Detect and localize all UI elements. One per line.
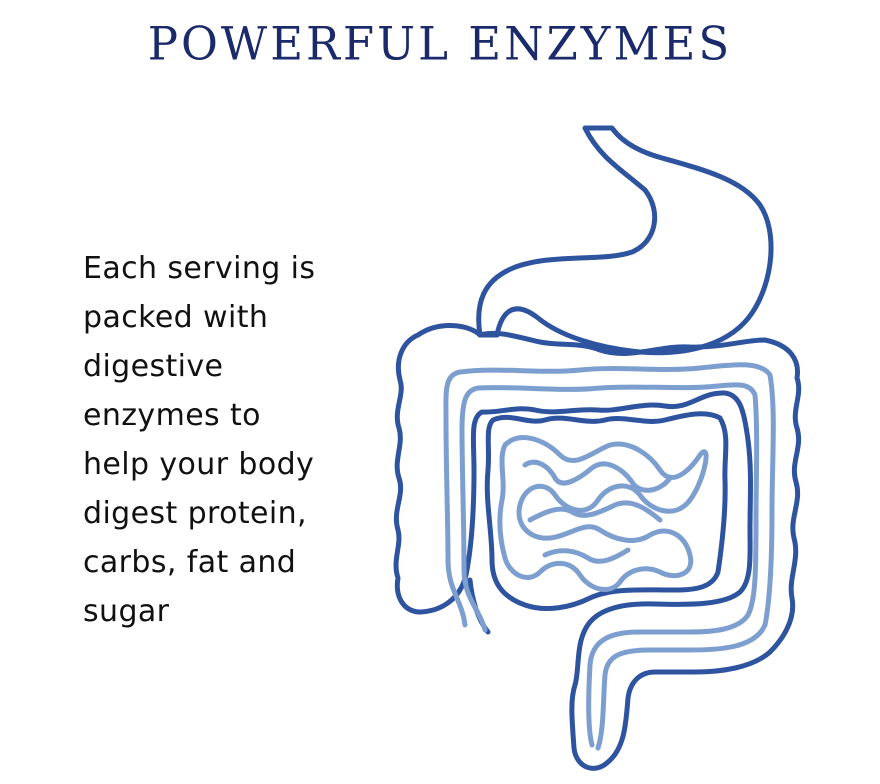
headline: POWERFUL ENZYMES <box>147 16 733 71</box>
stomach-outline <box>476 125 774 356</box>
large-intestine-inner <box>443 362 776 751</box>
small-intestine-coils <box>497 435 709 592</box>
small-intestine-coils-2 <box>522 459 673 564</box>
large-intestine-inner-2 <box>459 382 760 748</box>
small-intestine-boundary <box>484 411 729 612</box>
description-text: Each serving is packed with digestive en… <box>83 251 316 629</box>
large-intestine-outer <box>393 323 802 771</box>
digestive-system-icon <box>393 125 802 771</box>
